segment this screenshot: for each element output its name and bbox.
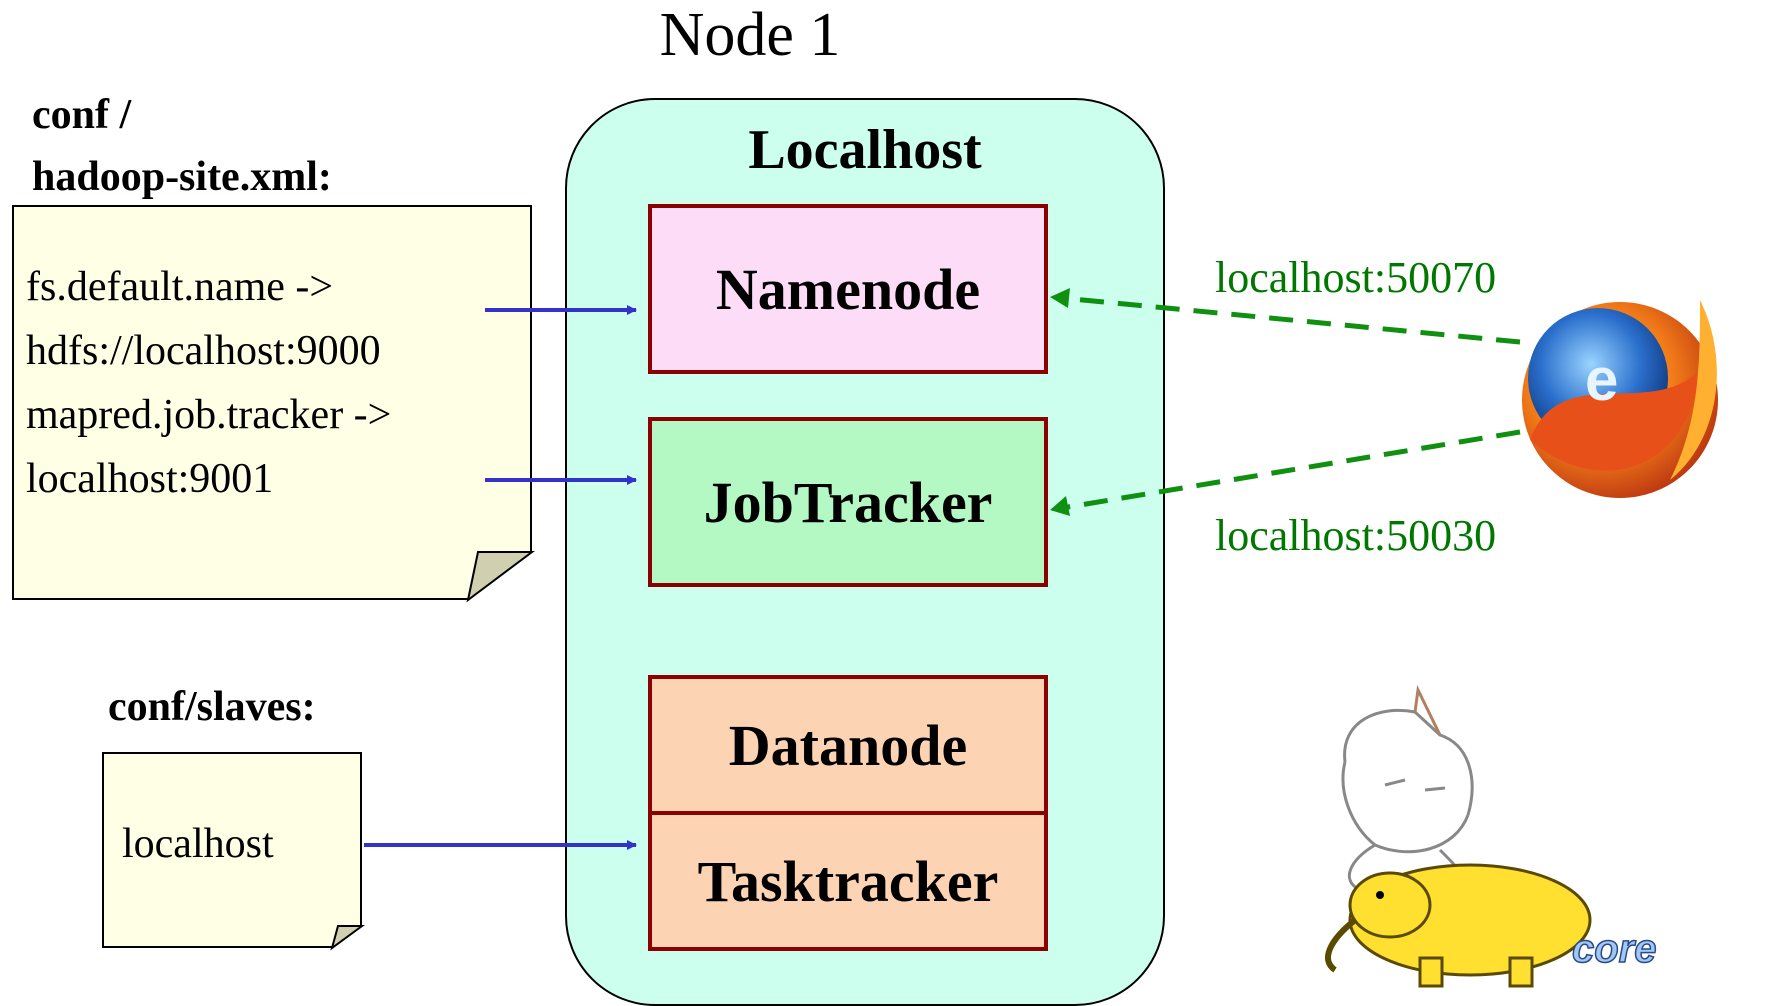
localhost-title: Localhost — [748, 119, 982, 181]
namenode-box: Namenode — [648, 204, 1048, 374]
hadoop-site-label-line2: hadoop-site.xml: — [32, 154, 332, 200]
browser-logo: e — [1522, 300, 1718, 498]
jobtracker-box: JobTracker — [648, 417, 1048, 587]
logo-core-text: core — [1572, 927, 1657, 971]
datanode-box: Datanode — [648, 675, 1048, 815]
slaves-label: conf/slaves: — [108, 684, 316, 730]
hadoop-note-fold — [466, 551, 535, 603]
cat-doodle — [1341, 684, 1474, 892]
svg-text:e: e — [1585, 346, 1618, 413]
config-line-2: hdfs://localhost:9000 — [26, 328, 381, 374]
slaves-note-fold — [330, 925, 366, 951]
port-label-50070: localhost:50070 — [1215, 253, 1497, 302]
hadoop-elephant-logo: core — [1324, 863, 1657, 988]
web-arrow-jobtracker — [1050, 429, 1521, 516]
hadoop-site-note: fs.default.name -> hdfs://localhost:9000… — [12, 205, 532, 600]
diagram-title: Node 1 — [659, 1, 841, 69]
config-line-3: mapred.job.tracker -> — [26, 392, 392, 438]
tasktracker-box: Tasktracker — [648, 811, 1048, 951]
slaves-value: localhost — [122, 821, 274, 867]
hadoop-site-label-line1: conf / — [32, 92, 132, 138]
config-line-1: fs.default.name -> — [26, 264, 334, 310]
slaves-note: localhost — [102, 752, 362, 948]
port-label-50030: localhost:50030 — [1215, 511, 1497, 560]
web-arrow-namenode — [1050, 288, 1521, 345]
config-line-4: localhost:9001 — [26, 456, 274, 502]
